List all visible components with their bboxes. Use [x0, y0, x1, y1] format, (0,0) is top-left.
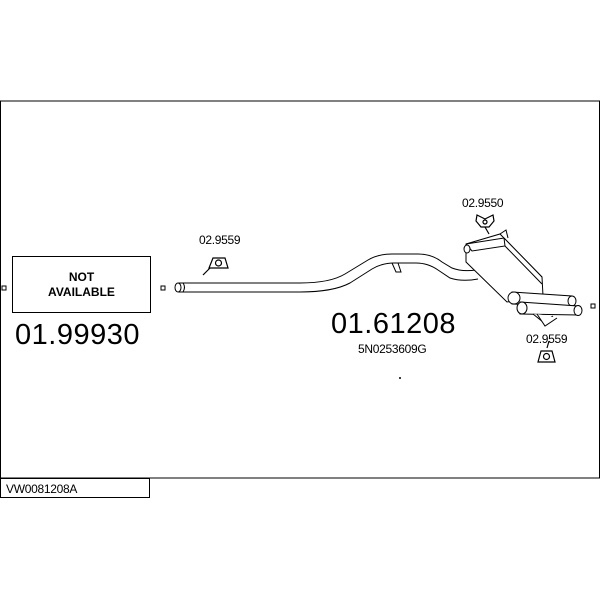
rear-muffler: [463, 229, 544, 303]
not-available-line2: AVAILABLE: [48, 284, 115, 299]
hanger-rear-part-number: 02.9559: [526, 332, 568, 346]
not-available-line1: NOT: [68, 269, 95, 284]
hanger-top-icon: [475, 214, 495, 235]
pipe-inlet-marker: [160, 285, 166, 291]
hanger-front-icon: [202, 257, 229, 276]
rear-section-part-number: 01.61208: [331, 308, 456, 340]
right-connection-marker: [590, 303, 596, 309]
front-pipe-part-number: 01.99930: [15, 319, 140, 351]
rear-section-oem-number: 5N0253609G: [358, 342, 427, 356]
hanger-top-part-number: 02.9550: [462, 196, 504, 210]
tail-pipe: [174, 253, 479, 293]
drawing-code: VW0081208A: [6, 482, 78, 496]
not-available-box: NOT AVAILABLE: [12, 256, 151, 313]
hanger-front-part-number: 02.9559: [199, 233, 241, 247]
drawing-code-box: VW0081208A: [0, 478, 150, 498]
dual-tail-pipes: [507, 291, 583, 327]
hanger-rear-icon: [537, 340, 556, 363]
left-connection-marker: [1, 285, 7, 291]
dot-mark: [399, 377, 401, 379]
